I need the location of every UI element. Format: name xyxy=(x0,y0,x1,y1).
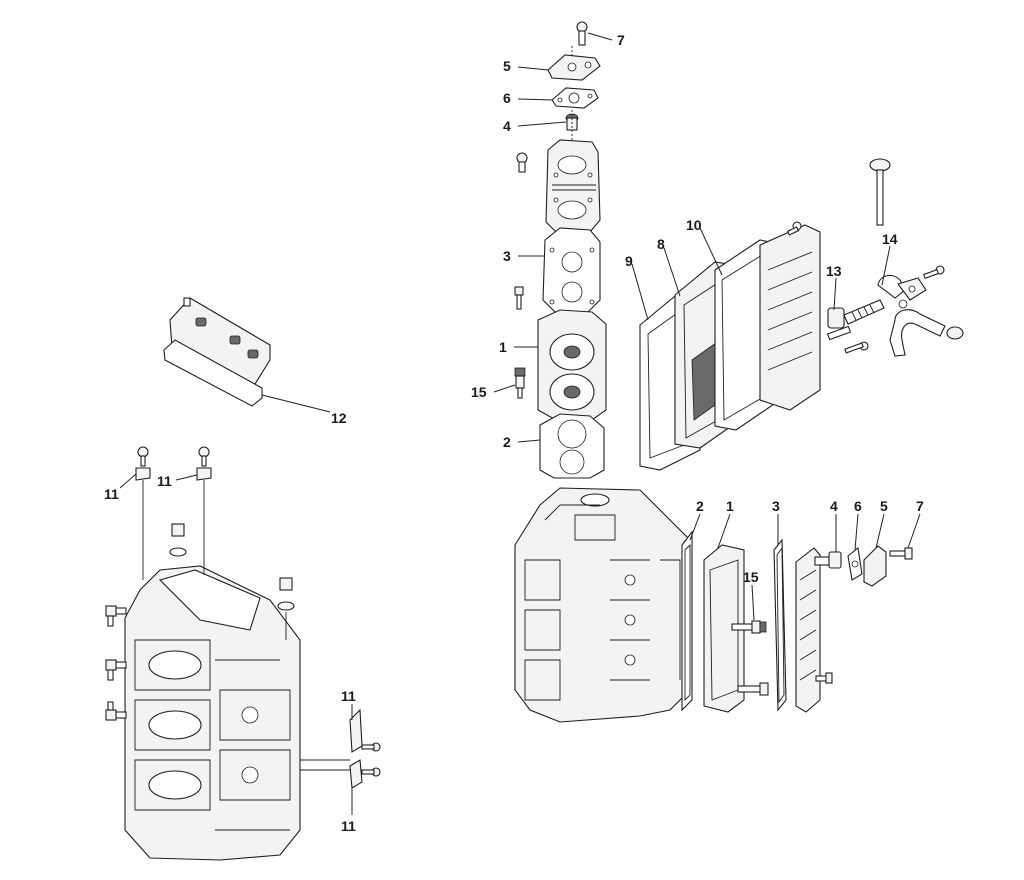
callout-3-top: 3 xyxy=(503,248,511,264)
part-bolt-long-right xyxy=(737,682,769,696)
callout-13: 13 xyxy=(826,263,842,279)
callout-15-right: 15 xyxy=(743,569,759,585)
part-cover-5-top xyxy=(547,54,601,81)
part-cylinder-block-right xyxy=(514,487,691,723)
callout-4-top: 4 xyxy=(503,118,511,134)
part-clip-11-d xyxy=(349,759,381,789)
part-exhaust-cover xyxy=(545,139,601,233)
callout-11-a: 11 xyxy=(104,486,119,502)
part-head-cover-12 xyxy=(163,297,271,407)
part-gasket-3-right xyxy=(773,538,787,712)
callout-2-top: 2 xyxy=(503,434,511,450)
part-thermostat-4-right xyxy=(814,551,842,569)
callout-4-right: 4 xyxy=(830,498,838,514)
part-elbow-fitting-1 xyxy=(105,605,127,627)
callout-8: 8 xyxy=(657,236,665,252)
part-bolt-7-top xyxy=(576,21,588,46)
part-pipe-14 xyxy=(869,158,964,357)
callout-1-top: 1 xyxy=(499,339,507,355)
part-bolt-7-right xyxy=(889,547,913,560)
callout-12: 12 xyxy=(331,410,347,426)
part-gasket-2-top xyxy=(539,413,605,479)
callout-5-right: 5 xyxy=(880,498,888,514)
callout-11-c: 11 xyxy=(341,688,356,704)
callout-6-top: 6 xyxy=(503,90,511,106)
part-cover-5-right xyxy=(863,545,887,587)
part-plug-top-left xyxy=(169,523,187,557)
callout-6-right: 6 xyxy=(854,498,862,514)
callout-15-top: 15 xyxy=(471,384,487,400)
part-bolt-lower-right xyxy=(844,341,869,354)
callout-9: 9 xyxy=(625,253,633,269)
part-gasket-3-top xyxy=(542,227,601,313)
part-clip-11-c xyxy=(349,708,381,753)
part-clip-11-a xyxy=(135,446,151,580)
callout-1-right: 1 xyxy=(726,498,734,514)
part-elbow-fitting-2 xyxy=(105,659,127,681)
part-exhaust-plate-1-right xyxy=(703,544,745,713)
callout-5-top: 5 xyxy=(503,58,511,74)
part-elbow-fitting-3 xyxy=(105,701,127,721)
callout-11-d: 11 xyxy=(341,818,356,834)
callout-3-right: 3 xyxy=(772,498,780,514)
part-cover-plate-ribbed xyxy=(759,224,821,411)
part-gasket-6-right xyxy=(847,546,863,581)
callout-7-top: 7 xyxy=(617,32,625,48)
leader-lines xyxy=(119,32,921,815)
part-sensor-15-top xyxy=(514,367,526,399)
part-cover-right xyxy=(795,547,821,713)
part-exhaust-plate-1-top xyxy=(537,309,607,421)
part-gasket-6-top xyxy=(551,87,599,109)
callout-10: 10 xyxy=(686,217,702,233)
callout-14: 14 xyxy=(882,231,898,247)
part-crankcase-block-left xyxy=(124,565,301,861)
part-bolt-small-middle xyxy=(514,286,524,310)
part-bolt-right-small xyxy=(815,672,833,684)
part-gasket-2-right xyxy=(681,530,693,712)
callout-11-b: 11 xyxy=(157,473,172,489)
part-bolt-small-top xyxy=(516,152,528,173)
part-plug-top-right xyxy=(277,577,295,640)
part-anode-13 xyxy=(826,299,885,341)
part-clip-11-b xyxy=(196,446,212,575)
part-sensor-15-right xyxy=(731,620,767,634)
callout-7-right: 7 xyxy=(916,498,924,514)
callout-2-right: 2 xyxy=(696,498,704,514)
part-bolt-cover xyxy=(786,221,802,236)
